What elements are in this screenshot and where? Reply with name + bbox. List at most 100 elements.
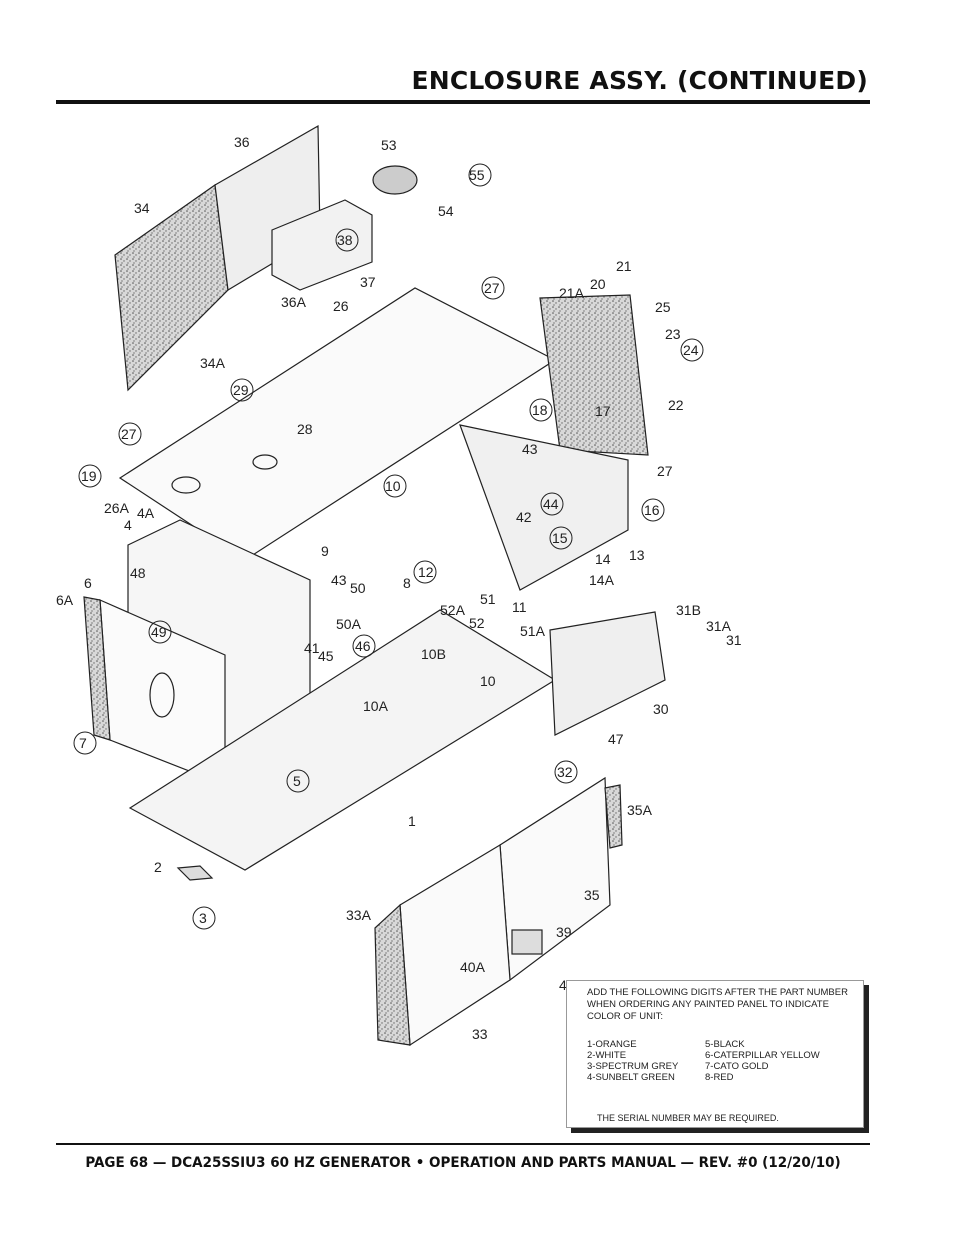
callout-label: 34A [200, 355, 226, 371]
callout-label: 10A [363, 698, 389, 714]
color-code: 2-WHITE [587, 1050, 627, 1061]
page-footer: PAGE 68 — DCA25SSIU3 60 HZ GENERATOR • O… [85, 1155, 841, 1171]
callout-label: 13 [629, 547, 645, 563]
callout-label: 26A [104, 500, 130, 516]
foam-strip-6a [83, 596, 111, 741]
callout-label: 3 [199, 910, 207, 926]
paint-color-note: ADD THE FOLLOWING DIGITS AFTER THE PART … [566, 980, 864, 1128]
callout-label: 10B [421, 646, 446, 662]
callout-label: 29 [233, 382, 249, 398]
callout-label: 47 [608, 731, 624, 747]
callout-label: 40A [460, 959, 486, 975]
filter-box [271, 199, 373, 291]
callout-label: 28 [297, 421, 313, 437]
callout-label: 23 [665, 326, 681, 342]
callout-label: 10 [385, 478, 401, 494]
footer-rule [56, 1143, 870, 1145]
callout-label: 39 [556, 924, 572, 940]
callout-label: 35 [584, 887, 600, 903]
callout-label: 19 [81, 468, 97, 484]
callout-label: 4A [137, 505, 155, 521]
callout-label: 17 [595, 403, 611, 419]
callout-label: 38 [337, 232, 353, 248]
callout-label: 46 [355, 638, 371, 654]
color-code: 6-CATERPILLAR YELLOW [705, 1050, 820, 1061]
callout-label: 48 [130, 565, 146, 581]
callout-label: 6 [84, 575, 92, 591]
callout-label: 31 [726, 632, 742, 648]
callout-label: 49 [151, 624, 167, 640]
color-code: 1-ORANGE [587, 1039, 637, 1050]
header-rule [56, 100, 870, 104]
callout-label: 15 [552, 530, 568, 546]
rear-door-17 [539, 294, 649, 456]
callout-label: 26 [333, 298, 349, 314]
callout-label: 20 [590, 276, 606, 292]
callout-label: 55 [469, 167, 485, 183]
callout-label: 6A [56, 592, 74, 608]
callout-label: 43 [331, 572, 347, 588]
callout-label: 33A [346, 907, 372, 923]
callout-label: 34 [134, 200, 150, 216]
foam-strip-33a [374, 903, 411, 1046]
callout-label: 51A [520, 623, 546, 639]
callout-label: 7 [79, 735, 87, 751]
callout-label: 51 [480, 591, 496, 607]
callout-label: 37 [360, 274, 376, 290]
callout-label: 10 [480, 673, 496, 689]
callout-label: 31A [706, 618, 732, 634]
side-door-33 [399, 843, 511, 1047]
callout-label: 52A [440, 602, 466, 618]
callout-label: 21 [616, 258, 632, 274]
color-codes-right: 5-BLACK 6-CATERPILLAR YELLOW 7-CATO GOLD… [705, 1039, 820, 1083]
callout-label: 27 [121, 426, 137, 442]
callout-label: 24 [683, 342, 699, 358]
latch-39 [511, 929, 543, 955]
callout-label: 8 [403, 575, 411, 591]
callout-label: 36A [281, 294, 307, 310]
callout-label: 32 [557, 764, 573, 780]
callout-label: 33 [472, 1026, 488, 1042]
callout-label: 27 [484, 280, 500, 296]
callout-label: 42 [516, 509, 532, 525]
color-code: 7-CATO GOLD [705, 1061, 769, 1072]
callout-label: 45 [318, 648, 334, 664]
callout-label: 50A [336, 616, 362, 632]
callout-label: 1 [408, 813, 416, 829]
callout-label: 35A [627, 802, 653, 818]
side-panel-13 [459, 424, 629, 591]
color-code: 8-RED [705, 1072, 734, 1083]
callout-label: 21A [559, 285, 585, 301]
callout-label: 25 [655, 299, 671, 315]
callout-label: 41 [304, 640, 320, 656]
serial-number-note: THE SERIAL NUMBER MAY BE REQUIRED. [597, 1113, 779, 1123]
page-title: ENCLOSURE ASSY. (CONTINUED) [411, 66, 868, 95]
callout-label: 12 [418, 564, 434, 580]
callout-label: 9 [321, 543, 329, 559]
callout-label: 52 [469, 615, 485, 631]
callout-label: 5 [293, 773, 301, 789]
callout-label: 31B [676, 602, 701, 618]
roof-hole-2 [252, 454, 278, 470]
callout-label: 14 [595, 551, 611, 567]
callout-label: 53 [381, 137, 397, 153]
front-panel-hole [149, 672, 175, 718]
callout-label: 44 [543, 496, 559, 512]
callout-label: 4 [124, 517, 132, 533]
roof-hole [171, 476, 201, 494]
color-code: 3-SPECTRUM GREY [587, 1061, 679, 1072]
color-code: 5-BLACK [705, 1039, 745, 1050]
callout-label: 27 [657, 463, 673, 479]
callout-label: 18 [532, 402, 548, 418]
callout-label: 14A [589, 572, 615, 588]
callout-label: 54 [438, 203, 454, 219]
callout-label: 30 [653, 701, 669, 717]
motor-53 [372, 165, 418, 195]
callout-label: 16 [644, 502, 660, 518]
callout-label: 22 [668, 397, 684, 413]
color-code: 4-SUNBELT GREEN [587, 1072, 675, 1083]
callout-label: 36 [234, 134, 250, 150]
foam-strip-35a [604, 784, 623, 849]
color-codes-left: 1-ORANGE 2-WHITE 3-SPECTRUM GREY 4-SUNBE… [587, 1039, 678, 1083]
